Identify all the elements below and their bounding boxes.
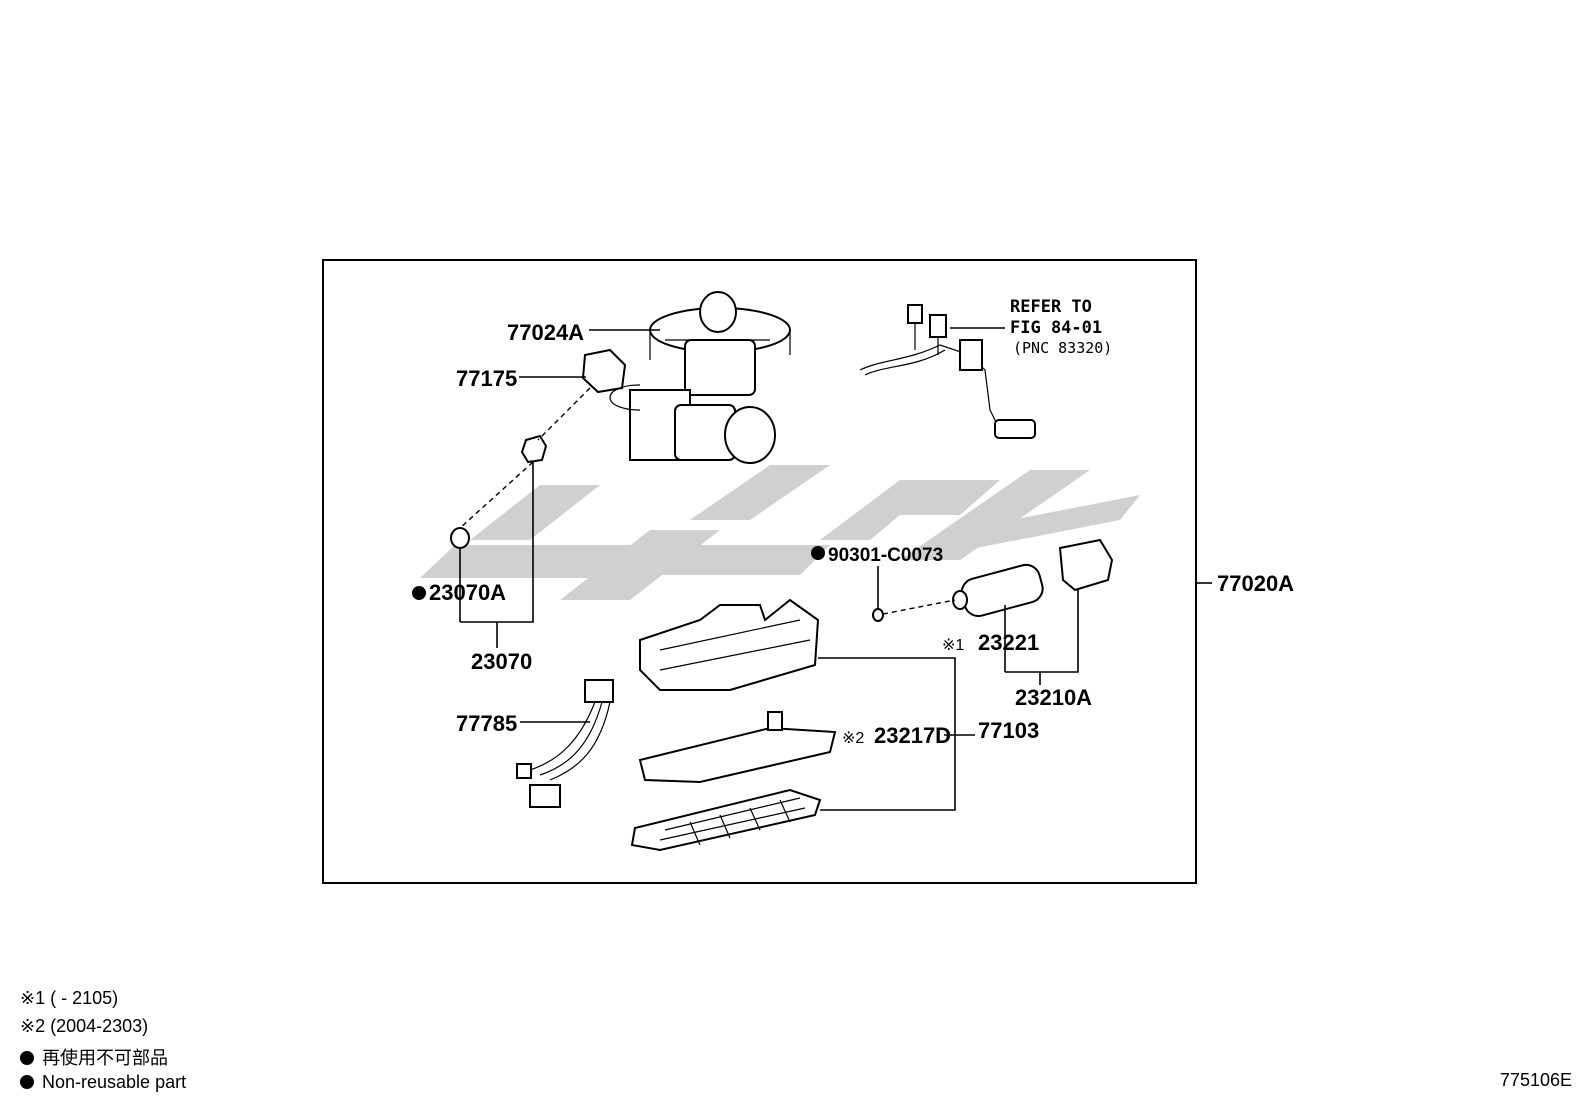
wire-harness-77785-drawing [516, 679, 614, 808]
refer-line-3: (PNC 83320) [1013, 339, 1112, 357]
o-ring-90301-drawing [872, 608, 884, 622]
fuel-sender-gauge-drawing [859, 304, 1036, 439]
label-23217D: 23217D [874, 723, 951, 748]
cap-77175-drawing [581, 348, 627, 394]
refer-line-2: FIG 84-01 [1010, 318, 1102, 338]
figure-code: 775106E [1499, 1070, 1572, 1090]
o-ring-23070A-drawing [450, 527, 470, 549]
non-reusable-dot-icon [20, 1075, 34, 1089]
fitting-drawing [520, 434, 548, 464]
label-77785: 77785 [456, 711, 517, 736]
legend-nonreusable-jp: 再使用不可部品 [20, 1044, 168, 1070]
fuel-pump-motor-23221-drawing [952, 538, 1114, 618]
legend-nonreusable-en: Non-reusable part [20, 1072, 186, 1093]
non-reusable-dot-23070A [412, 586, 426, 600]
label-77103: 77103 [978, 718, 1039, 743]
label-77024A: 77024A [507, 320, 584, 345]
refer-line-1: REFER TO [1010, 297, 1092, 317]
legend-note-1: ※1 ( - 2105) [20, 988, 119, 1008]
fuel-pump-assembly-drawing [609, 291, 791, 464]
label-77020A: 77020A [1217, 571, 1294, 596]
non-reusable-dot-icon [20, 1051, 34, 1065]
label-23070: 23070 [471, 649, 532, 674]
label-90301-C0073: 90301-C0073 [828, 545, 943, 566]
pump-bracket-drawing [639, 598, 820, 691]
note-mark-23221: ※1 [942, 637, 964, 654]
diagram-frame [322, 259, 1197, 884]
legend-nonreusable-jp-text: 再使用不可部品 [42, 1048, 168, 1068]
watermark-logo [420, 465, 1140, 600]
non-reusable-dot-90301 [811, 546, 825, 560]
fuel-filter-23217D-drawing [638, 726, 837, 784]
legend-note-2: ※2 (2004-2303) [20, 1016, 149, 1036]
label-23221: 23221 [978, 630, 1039, 655]
label-23070A: 23070A [429, 580, 506, 605]
suction-filter-drawing [630, 788, 822, 852]
legend-nonreusable-en-text: Non-reusable part [42, 1072, 187, 1092]
label-77175: 77175 [456, 366, 517, 391]
label-23210A: 23210A [1015, 685, 1092, 710]
note-mark-23217D: ※2 [842, 730, 864, 747]
